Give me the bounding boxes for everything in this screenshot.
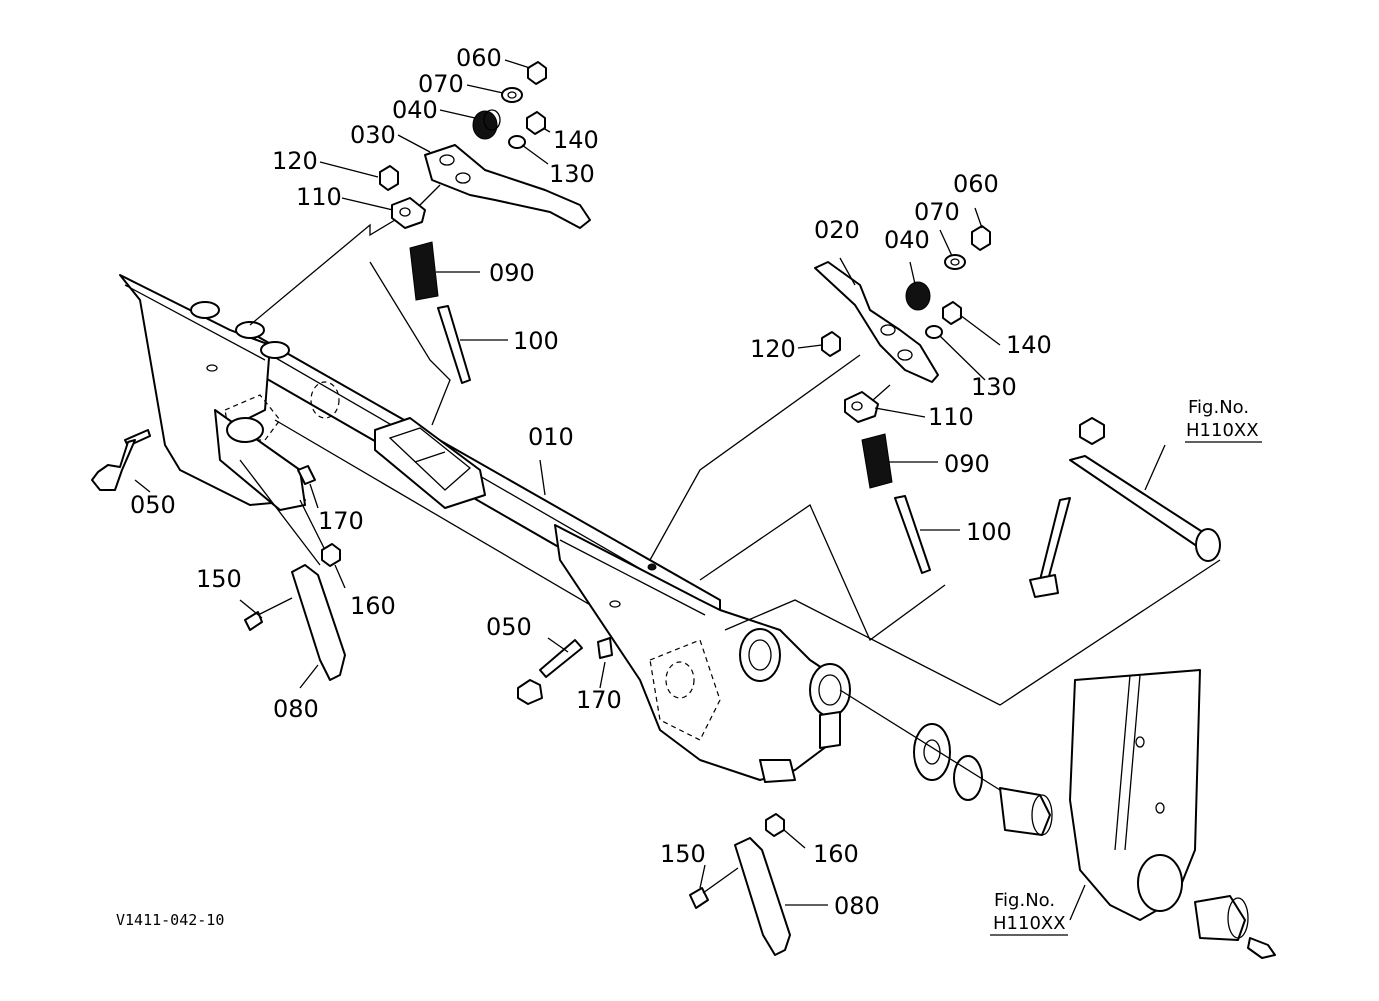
label-090-right: 090 (944, 450, 990, 478)
label-150-right: 150 (660, 840, 706, 868)
label-040-left: 040 (392, 96, 438, 124)
lower-right-parts (517, 637, 1053, 956)
label-080-left: 080 (273, 695, 319, 723)
figure-reference-top: Fig.No. H110XX (1185, 397, 1262, 443)
label-010: 010 (528, 423, 574, 451)
label-120-left: 120 (272, 147, 318, 175)
label-160-left: 160 (350, 592, 396, 620)
figref-top-code: H110XX (1186, 420, 1259, 441)
right-lever-assembly (649, 225, 1221, 706)
figref-bottom-code: H110XX (993, 913, 1066, 934)
main-frame-010 (119, 274, 851, 783)
label-170-right: 170 (576, 686, 622, 714)
label-100-right: 100 (966, 518, 1012, 546)
label-100-left: 100 (513, 327, 559, 355)
label-020: 020 (814, 216, 860, 244)
label-060-right: 060 (953, 170, 999, 198)
figure-reference-bottom: Fig.No. H110XX (990, 890, 1068, 936)
label-070-right: 070 (914, 198, 960, 226)
figure-code: V1411-042-10 (116, 911, 224, 929)
label-160-right: 160 (813, 840, 859, 868)
figref-top-label: Fig.No. (1188, 397, 1249, 418)
label-040-right: 040 (884, 226, 930, 254)
callout-labels: 010 020 030 040 040 050 050 060 060 070 … (130, 44, 1052, 920)
label-170-left: 170 (318, 507, 364, 535)
label-050-right: 050 (486, 613, 532, 641)
boom-arm (1069, 669, 1276, 959)
lower-left-parts (91, 429, 346, 681)
left-lever-assembly (239, 61, 591, 566)
label-130-right: 130 (971, 373, 1017, 401)
label-050-left: 050 (130, 491, 176, 519)
label-070-left: 070 (418, 70, 464, 98)
figref-bottom-label: Fig.No. (994, 890, 1055, 911)
boom-pin (1029, 417, 1221, 598)
callout-leaders (134, 59, 1166, 921)
label-080-right: 080 (834, 892, 880, 920)
label-110-left: 110 (296, 183, 342, 211)
label-140-right: 140 (1006, 331, 1052, 359)
label-120-right: 120 (750, 335, 796, 363)
label-090-left: 090 (489, 259, 535, 287)
label-150-left: 150 (196, 565, 242, 593)
label-110-right: 110 (928, 403, 974, 431)
label-060-left: 060 (456, 44, 502, 72)
label-030: 030 (350, 121, 396, 149)
label-140-left: 140 (553, 126, 599, 154)
label-130-left: 130 (549, 160, 595, 188)
